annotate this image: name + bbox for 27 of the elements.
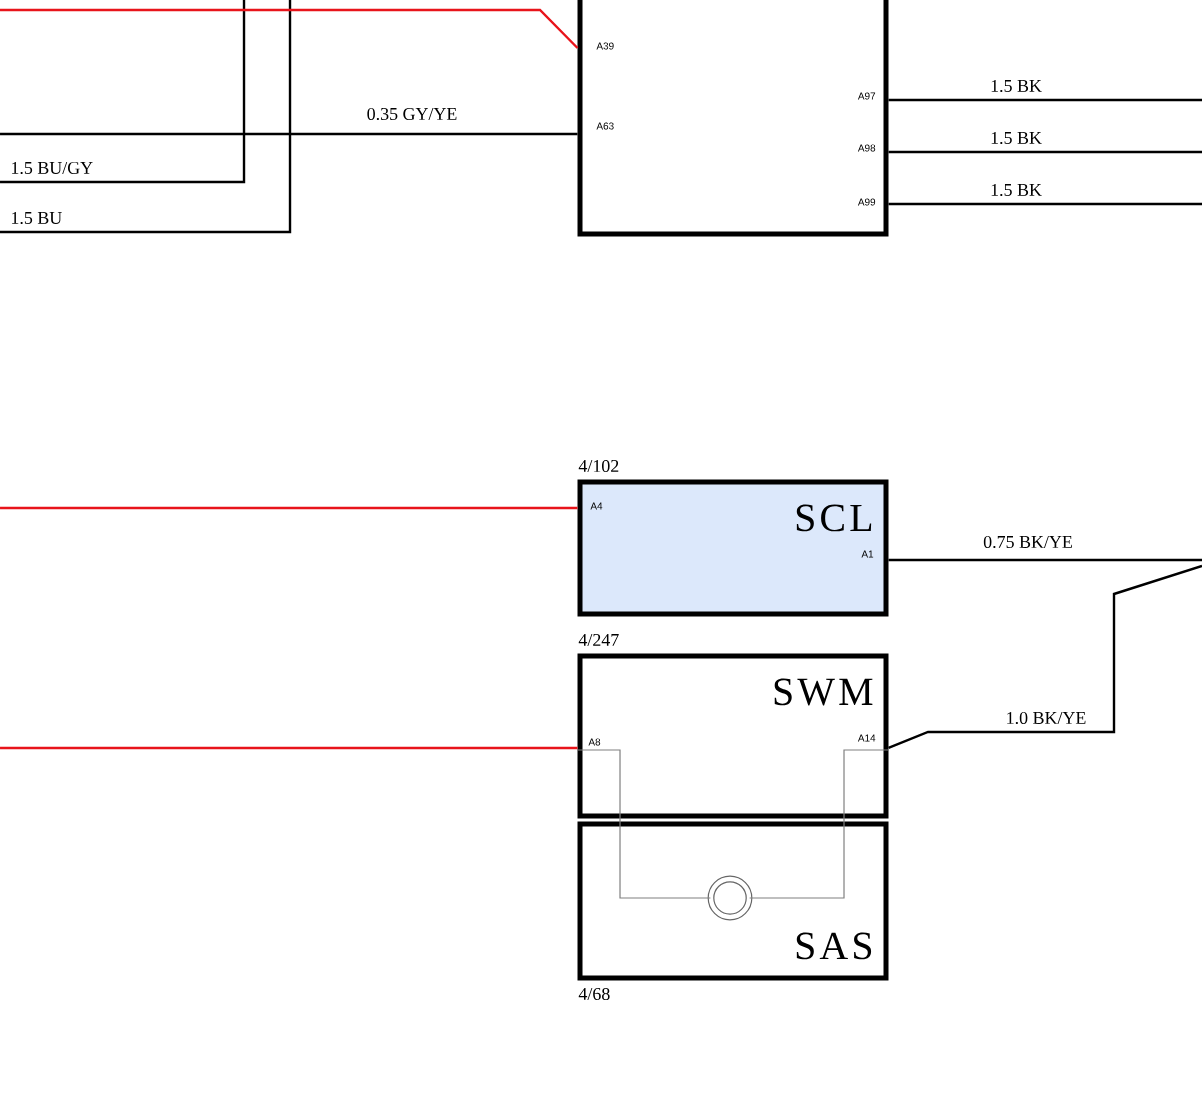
wire: [888, 202, 1202, 206]
module-name: SWM: [774, 678, 873, 706]
clockspring-circle: [707, 875, 753, 921]
wire: [888, 150, 1202, 154]
wire-label: 1.5 BK: [989, 78, 1043, 94]
wire-label: 1.5 BK: [989, 182, 1043, 198]
wire-label: 1.5 BK: [989, 130, 1043, 146]
wire: [749, 749, 890, 899]
part-number: 4/68: [578, 987, 610, 1001]
module-name: SAS: [796, 932, 872, 960]
wire: [0, 746, 578, 750]
wire: [888, 558, 1202, 562]
wire-label: 0.75 BK/YE: [982, 534, 1074, 550]
wire-label: 1.5 BU/GY: [12, 161, 93, 175]
part-number: 4/247: [578, 633, 619, 646]
wire-label: 1.5 BU: [12, 211, 62, 225]
wire: [888, 98, 1202, 102]
wire: [0, 8, 579, 49]
part-number: 4/102: [578, 459, 619, 473]
wire: [888, 564, 1202, 750]
wire-label: 0.35 GY/YE: [365, 106, 459, 122]
wire: [576, 749, 711, 899]
wire: [0, 506, 578, 510]
wire-label: 1.0 BK/YE: [1004, 710, 1088, 726]
wire: [0, 132, 578, 136]
module-name: SCL: [796, 504, 872, 532]
module-box: [577, 0, 889, 237]
